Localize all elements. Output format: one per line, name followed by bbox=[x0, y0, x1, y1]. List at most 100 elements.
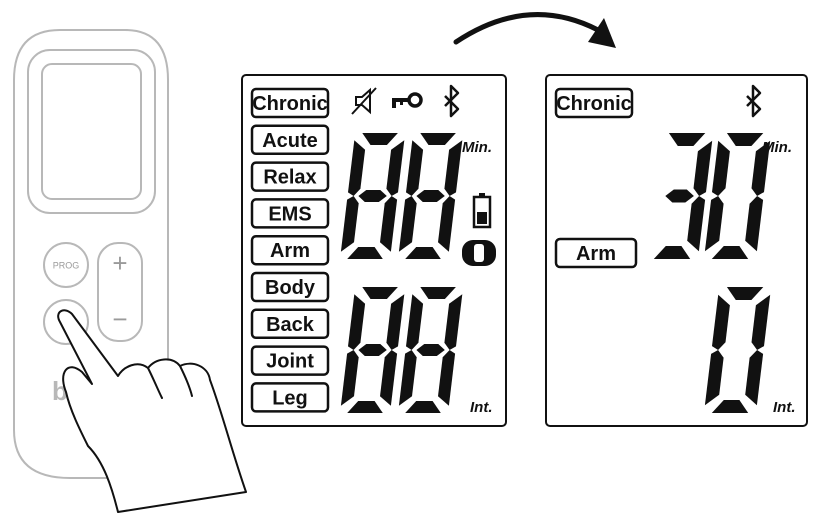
lcd-segment-b bbox=[386, 294, 405, 350]
plus-minus-rocker[interactable]: + − bbox=[97, 242, 143, 342]
mode-label-ems: EMS bbox=[250, 198, 330, 229]
minutes-digits-full bbox=[340, 133, 463, 259]
selected-mode-label: Chronic bbox=[554, 87, 634, 119]
lcd-segment-e bbox=[340, 350, 359, 406]
lcd-digit-8 bbox=[398, 133, 463, 259]
lcd-segment-f bbox=[406, 140, 424, 196]
mode-label-leg: Leg bbox=[250, 382, 330, 413]
intensity-unit-selected: Int. bbox=[773, 399, 796, 416]
lcd-segment-d bbox=[347, 401, 383, 413]
lcd-segment-f bbox=[712, 140, 730, 196]
bluetooth-icon bbox=[746, 84, 762, 118]
mode-label-body: Body bbox=[250, 271, 330, 303]
lcd-segment-a bbox=[668, 133, 706, 146]
svg-text:Joint: Joint bbox=[266, 351, 314, 373]
lcd-all-segments: ChronicAcuteRelaxEMSArmBodyBackJointLeg … bbox=[241, 74, 507, 427]
lcd-segment-a bbox=[420, 133, 456, 145]
lcd-segment-f bbox=[406, 294, 424, 350]
lcd-segment-a bbox=[362, 133, 398, 145]
lcd-segment-d bbox=[347, 247, 383, 259]
lcd-segment-d bbox=[711, 400, 749, 413]
lcd-segment-f bbox=[348, 140, 366, 196]
lcd-segment-b bbox=[444, 294, 463, 350]
minus-icon: − bbox=[112, 304, 127, 334]
lcd-segment-e bbox=[398, 196, 417, 252]
lcd-segment-c bbox=[438, 350, 456, 406]
plus-icon: + bbox=[112, 248, 127, 278]
lcd-segment-g bbox=[665, 189, 694, 203]
svg-text:Relax: Relax bbox=[263, 167, 316, 189]
lcd-selected-program: Chronic Arm Min. Int. bbox=[545, 74, 808, 427]
minutes-unit-full: Min. bbox=[462, 139, 492, 156]
lcd-digit-8 bbox=[398, 287, 463, 413]
lcd-segment-c bbox=[687, 196, 706, 252]
transition-arrow bbox=[453, 12, 616, 48]
lcd-segment-a bbox=[726, 287, 764, 300]
svg-text:Back: Back bbox=[266, 314, 315, 336]
intensity-digits-selected bbox=[704, 287, 771, 413]
minutes-digits-selected bbox=[653, 133, 771, 259]
lcd-segment-b bbox=[751, 140, 771, 196]
lcd-segment-a bbox=[420, 287, 456, 299]
lcd-segment-g bbox=[416, 190, 445, 202]
bluetooth-icon bbox=[444, 84, 460, 118]
mode-label-joint: Joint bbox=[250, 345, 330, 376]
lcd-segment-c bbox=[745, 196, 764, 252]
lcd-segment-c bbox=[438, 196, 456, 252]
lcd-segment-f bbox=[348, 294, 366, 350]
lcd-segment-d bbox=[653, 246, 691, 259]
mode-label-acute: Acute bbox=[250, 124, 330, 156]
mode-label-relax: Relax bbox=[250, 161, 330, 192]
lcd-segment-d bbox=[405, 401, 441, 413]
lcd-digit-3 bbox=[653, 133, 713, 259]
battery-icon bbox=[472, 193, 492, 229]
intensity-unit-full: Int. bbox=[470, 399, 493, 416]
lcd-segment-a bbox=[362, 287, 398, 299]
device-screen bbox=[41, 63, 142, 200]
lcd-digit-8 bbox=[340, 133, 405, 259]
svg-text:Chronic: Chronic bbox=[556, 93, 632, 115]
mode-label-arm: Arm bbox=[250, 234, 330, 266]
lcd-segment-c bbox=[380, 350, 398, 406]
svg-text:Chronic: Chronic bbox=[252, 93, 328, 115]
lcd-segment-e bbox=[704, 196, 724, 252]
svg-text:Arm: Arm bbox=[576, 243, 616, 265]
lcd-segment-e bbox=[340, 196, 359, 252]
mode-label-chronic: Chronic bbox=[250, 87, 330, 119]
mute-icon bbox=[351, 87, 377, 115]
arrow-head bbox=[588, 18, 616, 48]
svg-text:Leg: Leg bbox=[272, 387, 308, 409]
lcd-segment-d bbox=[711, 246, 749, 259]
lcd-segment-e bbox=[704, 350, 724, 406]
mode-label-back: Back bbox=[250, 308, 330, 340]
lcd-segment-g bbox=[358, 344, 387, 356]
lcd-segment-b bbox=[444, 140, 463, 196]
svg-text:Arm: Arm bbox=[270, 240, 310, 262]
lcd-segment-a bbox=[726, 133, 764, 146]
lcd-segment-b bbox=[386, 140, 405, 196]
svg-text:Acute: Acute bbox=[262, 130, 318, 152]
lcd-segment-c bbox=[380, 196, 398, 252]
selected-area-label: Arm bbox=[554, 237, 638, 269]
lcd-segment-d bbox=[405, 247, 441, 259]
lcd-segment-c bbox=[745, 350, 764, 406]
prog-button-label: PROG bbox=[53, 261, 80, 271]
lcd-segment-g bbox=[416, 344, 445, 356]
svg-text:EMS: EMS bbox=[268, 203, 311, 225]
lcd-segment-f bbox=[712, 294, 730, 350]
key-lock-icon bbox=[392, 92, 423, 108]
prog-button[interactable]: PROG bbox=[43, 242, 89, 288]
lcd-segment-b bbox=[693, 140, 713, 196]
intensity-digits-full bbox=[340, 287, 463, 413]
lcd-segment-e bbox=[398, 350, 417, 406]
lcd-digit-8 bbox=[340, 287, 405, 413]
pointing-hand bbox=[57, 309, 247, 513]
lcd-digit-0 bbox=[704, 133, 771, 259]
lcd-digit-0 bbox=[704, 287, 771, 413]
electrode-pad-icon bbox=[462, 240, 496, 266]
lcd-segment-b bbox=[751, 294, 771, 350]
lcd-segment-g bbox=[358, 190, 387, 202]
svg-text:Body: Body bbox=[265, 277, 316, 299]
